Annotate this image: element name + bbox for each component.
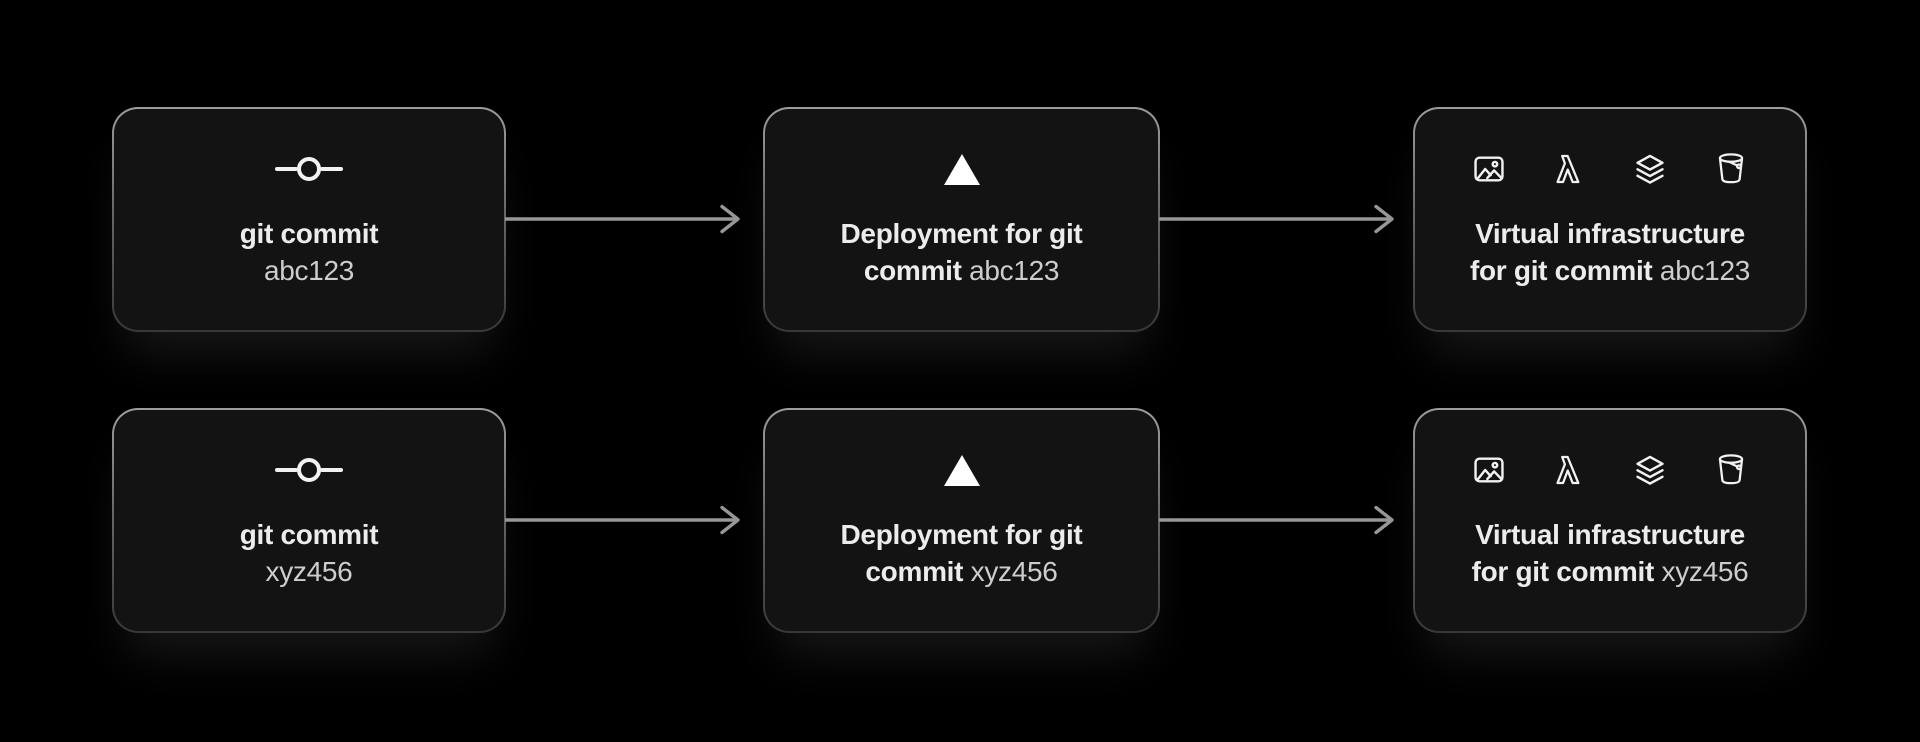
node-title-line: xyz456 <box>240 553 379 590</box>
git-commit-icon <box>275 157 343 181</box>
node-title: Deployment for git <box>840 218 1083 249</box>
node-title: Deployment for git <box>840 519 1083 550</box>
node-title-line: for git commit xyz456 <box>1472 553 1749 590</box>
vercel-triangle-icon <box>943 153 980 185</box>
node-title-line: Deployment for git <box>841 516 1083 553</box>
node-icon-row <box>943 149 980 189</box>
node-label: Deployment for git commit xyz456 <box>841 516 1083 590</box>
flow-arrow <box>1159 204 1394 234</box>
flow-arrow <box>505 505 740 535</box>
node-title-line: commit xyz456 <box>841 553 1083 590</box>
node-title: commit <box>865 556 964 587</box>
node-git-commit: git commit xyz456 <box>112 408 506 633</box>
flow-arrow <box>505 204 740 234</box>
node-icon-row <box>275 450 343 490</box>
node-title: for git commit <box>1469 255 1653 286</box>
node-title: git commit <box>239 218 379 249</box>
node-card: git commit abc123 <box>114 109 504 330</box>
layers-icon <box>1636 455 1664 485</box>
node-card: Deployment for git commit xyz456 <box>765 410 1158 631</box>
node-title-line: git commit <box>240 516 379 553</box>
node-title: Virtual infrastructure <box>1475 519 1745 550</box>
commit-hash: abc123 <box>1652 255 1750 286</box>
node-title-line: git commit <box>240 215 379 252</box>
node-title-line: Virtual infrastructure <box>1472 516 1749 553</box>
node-card: git commit xyz456 <box>114 410 504 631</box>
node-deployment: Deployment for git commit xyz456 <box>763 408 1160 633</box>
node-card: Virtual infrastructure for git commit ab… <box>1415 109 1805 330</box>
node-title: commit <box>863 255 962 286</box>
lambda-icon <box>1556 455 1580 485</box>
vercel-triangle-icon <box>943 454 980 486</box>
node-label: Virtual infrastructure for git commit xy… <box>1472 516 1749 590</box>
node-icon-row <box>943 450 980 490</box>
node-deployment: Deployment for git commit abc123 <box>763 107 1160 332</box>
bucket-icon <box>1718 454 1744 485</box>
commit-hash: xyz456 <box>963 556 1058 587</box>
node-virtual-infrastructure: Virtual infrastructure for git commit ab… <box>1413 107 1807 332</box>
node-title: Virtual infrastructure <box>1475 218 1745 249</box>
node-card: Virtual infrastructure for git commit xy… <box>1415 410 1805 631</box>
lambda-icon <box>1556 154 1580 184</box>
node-title-line: for git commit abc123 <box>1470 252 1750 289</box>
node-title-line: abc123 <box>240 252 379 289</box>
node-label: Deployment for git commit abc123 <box>841 215 1083 289</box>
diagram-row-abc123: git commit abc123 Deployment for git com… <box>0 107 1920 332</box>
node-title: for git commit <box>1471 556 1655 587</box>
flow-arrow <box>1159 505 1394 535</box>
node-virtual-infrastructure: Virtual infrastructure for git commit xy… <box>1413 408 1807 633</box>
node-label: Virtual infrastructure for git commit ab… <box>1470 215 1750 289</box>
node-icon-row <box>1472 450 1748 490</box>
node-icon-row <box>1472 149 1748 189</box>
commit-hash: xyz456 <box>265 556 353 587</box>
commit-hash: abc123 <box>263 255 355 286</box>
image-icon <box>1474 457 1504 483</box>
node-label: git commit xyz456 <box>240 516 379 590</box>
node-title-line: commit abc123 <box>841 252 1083 289</box>
node-git-commit: git commit abc123 <box>112 107 506 332</box>
commit-hash: abc123 <box>961 255 1060 286</box>
bucket-icon <box>1718 153 1744 184</box>
node-label: git commit abc123 <box>240 215 379 289</box>
node-title-line: Virtual infrastructure <box>1470 215 1750 252</box>
node-icon-row <box>275 149 343 189</box>
commit-hash: xyz456 <box>1654 556 1749 587</box>
node-card: Deployment for git commit abc123 <box>765 109 1158 330</box>
node-title-line: Deployment for git <box>841 215 1083 252</box>
git-commit-icon <box>275 458 343 482</box>
layers-icon <box>1636 154 1664 184</box>
node-title: git commit <box>239 519 379 550</box>
image-icon <box>1474 156 1504 182</box>
diagram-row-xyz456: git commit xyz456 Deployment for git com… <box>0 408 1920 633</box>
